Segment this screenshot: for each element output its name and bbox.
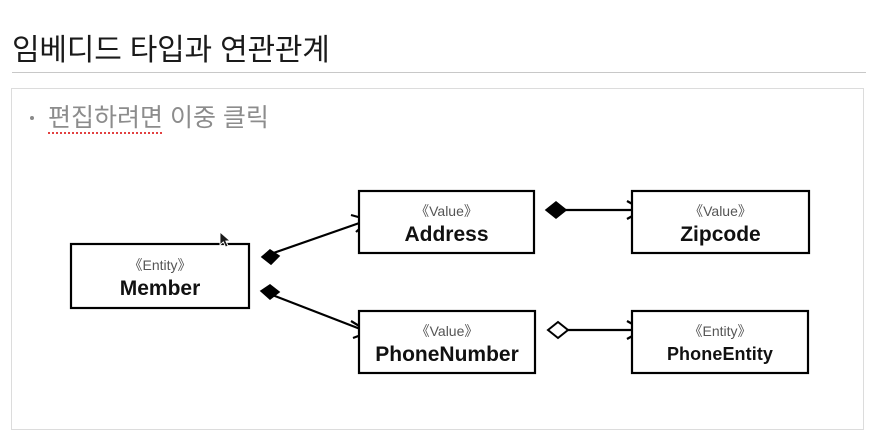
node-box[interactable] [357, 309, 537, 375]
filled-diamond-icon [260, 248, 281, 266]
filled-diamond-icon [259, 284, 281, 301]
node-stereotype: 《Value》 [416, 323, 479, 339]
node-stereotype: 《Entity》 [688, 323, 751, 339]
uml-node-zipcode[interactable]: 《Value》 Zipcode [630, 189, 811, 255]
edge-member-address[interactable] [260, 213, 372, 266]
node-stereotype: 《Value》 [689, 203, 752, 219]
node-box[interactable] [630, 189, 811, 255]
node-name: PhoneNumber [375, 343, 519, 366]
node-name: Zipcode [680, 223, 761, 246]
uml-diagram[interactable]: 《Entity》 Member 《Value》 Address 《Value》 … [12, 89, 865, 431]
node-stereotype: 《Entity》 [128, 257, 191, 273]
edge-line [261, 289, 369, 334]
filled-diamond-icon [544, 200, 568, 220]
node-box[interactable] [357, 189, 536, 255]
uml-node-address[interactable]: 《Value》 Address [357, 189, 536, 255]
node-name: Member [120, 277, 201, 300]
node-name: Address [404, 223, 488, 246]
node-box[interactable] [630, 309, 810, 375]
edge-address-zipcode[interactable] [544, 200, 646, 220]
uml-diagram-canvas[interactable]: 《Entity》 Member 《Value》 Address 《Value》 … [12, 89, 865, 431]
node-box[interactable] [69, 242, 251, 310]
edge-phonenumber-phoneentity[interactable] [546, 320, 646, 340]
bullet-text-rest: 이중 클릭 [163, 104, 269, 132]
node-name: PhoneEntity [667, 344, 773, 364]
bullet-list-item[interactable]: 편집하려면 이중 클릭 [30, 101, 269, 135]
slide-content-panel[interactable]: 편집하려면 이중 클릭 [11, 88, 864, 430]
uml-node-phoneentity[interactable]: 《Entity》 PhoneEntity [630, 309, 810, 375]
open-diamond-icon [546, 320, 570, 340]
edge-line [261, 218, 369, 259]
node-stereotype: 《Value》 [415, 203, 478, 219]
page-title: 임베디드 타입과 연관관계 [12, 34, 330, 68]
edge-member-phonenumber[interactable] [259, 284, 372, 340]
misspelled-text: 편집하려면 [48, 104, 164, 135]
bullet-item-label: 편집하려면 이중 클릭 [48, 101, 269, 135]
uml-node-phonenumber[interactable]: 《Value》 PhoneNumber [357, 309, 537, 375]
title-divider [12, 72, 866, 73]
bullet-dot-icon [30, 116, 34, 120]
uml-node-member[interactable]: 《Entity》 Member [69, 242, 251, 310]
